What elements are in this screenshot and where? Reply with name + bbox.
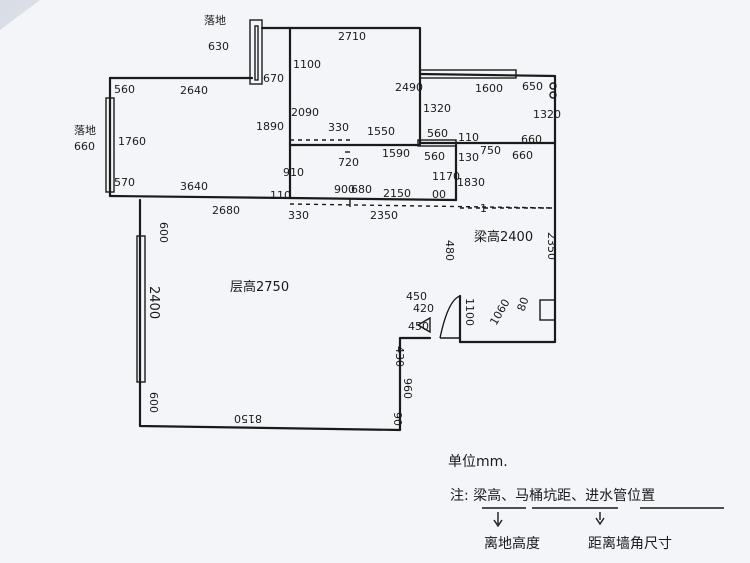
dim-2400: 2400	[146, 286, 161, 319]
dim-720: 720	[338, 156, 359, 169]
note-arrow-left	[493, 512, 503, 528]
windows	[105, 19, 517, 383]
fixtures	[416, 82, 557, 339]
floor-height-label: 层高2750	[230, 279, 289, 295]
dim-1550: 1550	[367, 125, 395, 138]
dim-1830: 1830	[457, 176, 485, 189]
dim-2680: 2680	[212, 204, 240, 217]
wall-top-right	[418, 72, 557, 145]
window-left-label: 落地	[74, 124, 96, 137]
door-triangle	[416, 316, 431, 334]
wall-top-middle	[260, 26, 422, 145]
dim-2490: 2490	[395, 81, 423, 94]
dim-680: 680	[351, 183, 372, 196]
dim-660-a: 660	[521, 133, 542, 146]
window-top-right	[419, 69, 517, 79]
dim-600-a: 600	[157, 222, 170, 243]
dim-1100-b: 1100	[463, 298, 476, 326]
note-line: 注: 梁高、马桶坑距、进水管位置	[450, 487, 655, 504]
dim-1320-a: 1320	[423, 102, 451, 115]
room-labels: 落地 630 落地 660 梁高2400 层高2750	[74, 14, 533, 295]
window-center	[417, 139, 457, 147]
unit-note: 单位mm.	[448, 454, 508, 470]
dim-450-b: 450	[408, 320, 429, 333]
note-arrow-right	[595, 512, 605, 526]
dim-1170: 1170	[432, 170, 460, 183]
pipe-circle-2	[549, 91, 557, 99]
window-lower-left	[136, 235, 146, 383]
window-top-label: 落地	[204, 14, 226, 27]
dim-330-a: 330	[328, 121, 349, 134]
dim-560-b: 560	[427, 127, 448, 140]
dim-420: 420	[413, 302, 434, 315]
pipe-circle-1	[549, 82, 557, 90]
dim-2150: 2150	[383, 187, 411, 200]
door-swing-arc	[439, 295, 461, 339]
window-left	[105, 97, 115, 193]
beams	[289, 139, 556, 209]
window-top-value: 630	[208, 40, 229, 53]
dim-110-b: 110	[270, 189, 291, 202]
wall-lower-room	[138, 198, 432, 432]
dim-1890: 1890	[256, 120, 284, 133]
dim-560-a: 560	[114, 83, 135, 96]
dim-1590: 1590	[382, 147, 410, 160]
dim-450-a: 450	[406, 290, 427, 303]
dim-960: 960	[401, 378, 414, 399]
dim-330-b: 330	[288, 209, 309, 222]
dim-8150: 8150	[234, 412, 262, 425]
dim-80: 80	[515, 295, 532, 313]
dim-110-a: 110	[458, 131, 479, 144]
dim-1600: 1600	[475, 82, 503, 95]
dim-2710: 2710	[338, 30, 366, 43]
wall-mid-right	[288, 196, 458, 202]
dim-910: 910	[283, 166, 304, 179]
dim-660-b: 660	[512, 149, 533, 162]
dim-1100-top: 1100	[293, 58, 321, 71]
dim-900: 900	[334, 183, 355, 196]
dim-00: 00	[432, 188, 446, 201]
window-left-value: 660	[74, 140, 95, 153]
note-arrow-left-text: 离地高度	[484, 535, 540, 552]
walls	[108, 26, 557, 432]
dim-600-b: 600	[147, 392, 160, 413]
dim-3640: 3640	[180, 180, 208, 193]
dim-560-c: 560	[424, 150, 445, 163]
dim-1760: 1760	[118, 135, 146, 148]
window-top-tall	[249, 19, 263, 85]
toilet-box	[539, 299, 556, 321]
wall-mid-left	[108, 194, 292, 200]
dim-90-a: 90	[391, 412, 404, 426]
dim-1: 1	[480, 202, 487, 215]
window-top-inner	[254, 25, 259, 81]
beam-height-label: 梁高2400	[474, 229, 533, 245]
note-arrow-right-text: 距离墙角尺寸	[588, 535, 672, 552]
dim-430: 430	[393, 346, 406, 367]
dim-2640: 2640	[180, 84, 208, 97]
dim-650: 650	[522, 80, 543, 93]
dim-1320-b: 1320	[533, 108, 561, 121]
wall-right-outer	[458, 141, 557, 344]
dim-570: 570	[114, 176, 135, 189]
dimension-labels: 2710 1100 670 2490 1600 650 1320 1320 56…	[114, 30, 561, 426]
dim-670: 670	[263, 72, 284, 85]
dim-2350-b: 2350	[545, 232, 558, 260]
dim-130: 130	[458, 151, 479, 164]
dim-2350: 2350	[370, 209, 398, 222]
notes: 单位mm. 注: 梁高、马桶坑距、进水管位置 离地高度 距离墙角尺寸	[448, 454, 724, 552]
dim-750: 750	[480, 144, 501, 157]
dim-2090: 2090	[291, 106, 319, 119]
dim-480: 480	[443, 240, 456, 261]
